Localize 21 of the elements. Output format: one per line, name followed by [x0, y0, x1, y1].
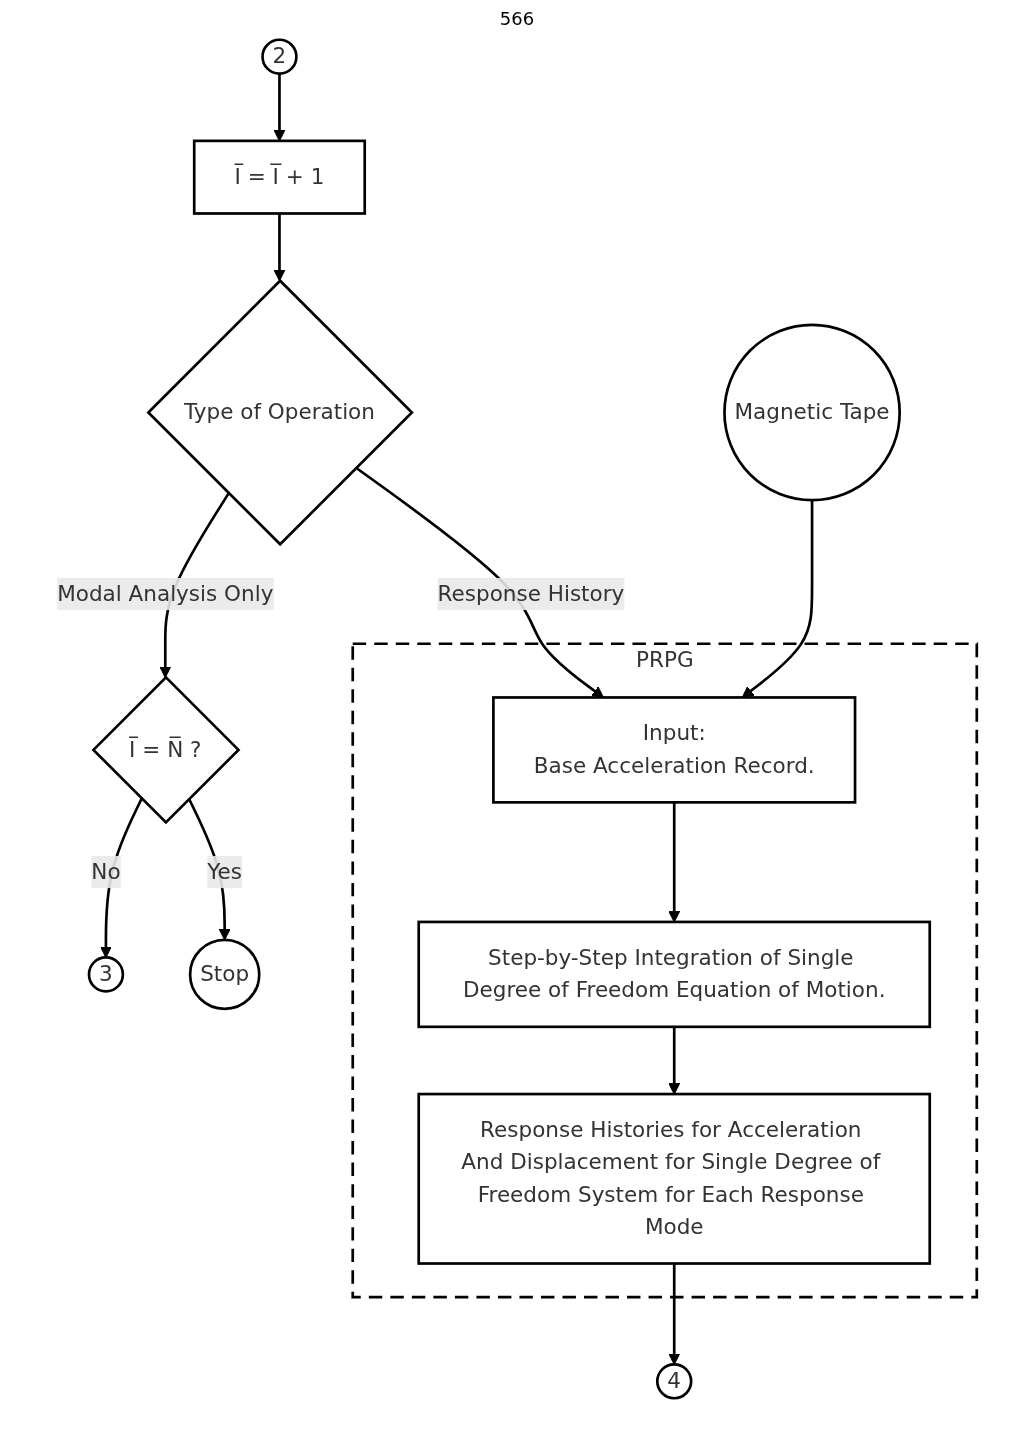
arrow	[273, 213, 286, 282]
node-circle: Stop	[188, 938, 261, 1011]
node-circle: 3	[87, 956, 125, 993]
node-box: Input: Base Acceleration Record.	[492, 696, 857, 804]
node-circle: Magnetic Tape	[723, 323, 901, 502]
node-diamond: Type of Operation	[146, 278, 414, 547]
arrow	[741, 500, 814, 698]
edge-label: No	[91, 858, 121, 885]
arrow	[668, 1026, 681, 1095]
arrow	[355, 466, 604, 698]
edge-label: Response History	[437, 580, 625, 607]
node-box: Step-by-Step Integration of Single Degree of Freedom Equation of Motion.	[417, 920, 932, 1029]
edge-label: Yes	[207, 858, 243, 885]
node-box: Response Histories for Acceleration And Displacement for Single Degree of Freedom System for Each Response Mode	[417, 1092, 932, 1265]
page-number: 566	[499, 8, 535, 29]
node-diamond: I̅ = N̅ ?	[91, 675, 241, 825]
arrow	[668, 1263, 681, 1365]
edge-label: Modal Analysis Only	[57, 580, 274, 607]
node-circle: 4	[655, 1363, 693, 1400]
node-box: I̅ = I̅ + 1	[192, 139, 367, 215]
node-circle: 2	[261, 38, 298, 75]
